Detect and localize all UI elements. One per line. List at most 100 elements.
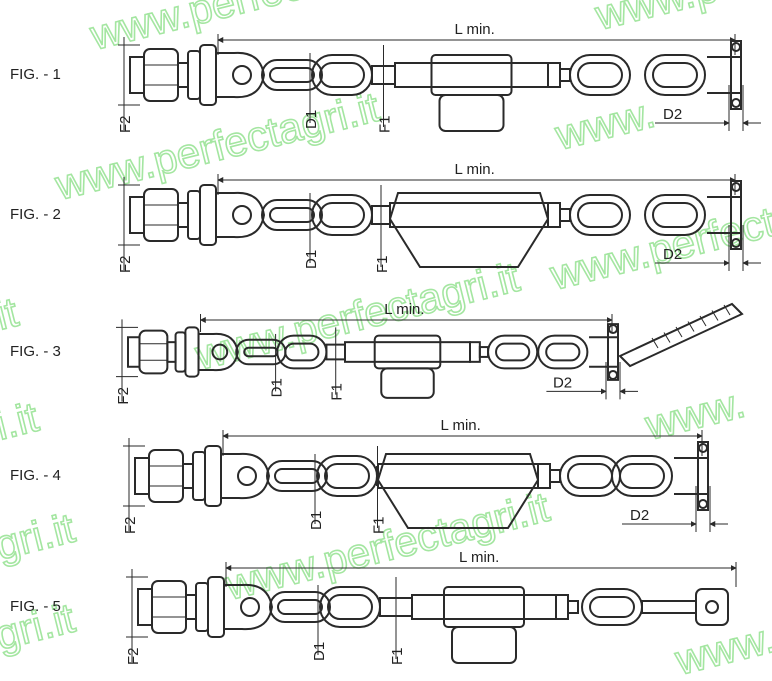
chain-link-inner: [284, 342, 320, 362]
watermark-text: it: [0, 288, 23, 339]
flange: [199, 184, 217, 246]
turnbuckle-handle: [438, 94, 505, 132]
d1-label: D1: [303, 110, 320, 129]
chain-link-inner: [277, 599, 323, 615]
threaded-rod: [559, 68, 571, 82]
chain-link-inner: [577, 62, 623, 88]
flange: [207, 576, 225, 638]
clevis-pin-head: [698, 443, 708, 453]
turnbuckle-handle: [380, 367, 435, 399]
turnbuckle-body: [394, 62, 549, 88]
spacer: [166, 341, 177, 363]
chain-link-inner: [652, 62, 698, 88]
watermark-text: www.perfectagri.it: [220, 483, 554, 609]
l-min-label: L min.: [455, 21, 495, 38]
turnbuckle-handle: [451, 626, 517, 664]
turnbuckle-block: [430, 54, 513, 96]
chain-link: [266, 460, 328, 492]
eye-bolt-hole: [240, 597, 260, 617]
watermark-text: gri.it: [0, 504, 79, 569]
chain-link-inner: [319, 202, 365, 228]
chain-link: [261, 199, 323, 231]
f2-label: F2: [117, 255, 134, 273]
handle-grip-line: [711, 310, 719, 321]
f2-label: F2: [117, 115, 134, 133]
handle-grip-line: [687, 321, 695, 332]
d1-label: D1: [311, 642, 328, 661]
hex-nut: [151, 580, 187, 634]
figure-label: FIG. - 3: [10, 343, 61, 360]
lock-nut: [469, 341, 481, 363]
turnbuckle-block: [373, 334, 442, 370]
end-cap: [129, 196, 145, 234]
flange: [204, 445, 222, 507]
clevis-pin: [730, 40, 742, 110]
figure-label: FIG. - 5: [10, 598, 61, 615]
chain-link-inner: [274, 468, 320, 484]
chain-link: [644, 194, 706, 236]
chain-link: [569, 54, 631, 96]
d2-label: D2: [663, 246, 682, 263]
handle-grip-line: [699, 315, 707, 327]
lock-nut: [547, 202, 561, 228]
ball-end: [695, 588, 729, 626]
f1-label: F1: [329, 383, 346, 401]
turnbuckle-body: [377, 463, 539, 489]
eye-bolt: [220, 452, 271, 500]
spacer: [177, 202, 189, 228]
threaded-rod: [478, 346, 490, 358]
l-min-label: L min.: [384, 301, 424, 318]
eye-bolt: [215, 191, 266, 239]
watermark-text: www.: [640, 379, 750, 449]
end-cap: [129, 56, 145, 94]
eye-bolt: [197, 332, 239, 372]
chain-link-inner: [269, 67, 315, 83]
l-min-label: L min.: [441, 417, 481, 434]
handle-grip-line: [675, 326, 683, 338]
clevis-pin-head: [731, 238, 741, 248]
lock-nut: [547, 62, 561, 88]
chain-link: [644, 54, 706, 96]
clevis: [707, 56, 742, 94]
spacer: [177, 62, 189, 88]
chain-link: [261, 59, 323, 91]
watermark-text: www.: [670, 614, 772, 681]
spacer: [182, 463, 194, 489]
eye-bolt: [223, 583, 274, 631]
d2-label: D2: [663, 106, 682, 123]
f2-label: F2: [125, 647, 142, 665]
d2-label: D2: [630, 507, 649, 524]
turnbuckle-body: [389, 202, 549, 228]
lever-handle: [618, 302, 744, 368]
handle-grip-line: [651, 337, 659, 349]
rod: [641, 600, 697, 614]
hex-nut: [148, 449, 184, 503]
washer: [187, 50, 201, 100]
threaded-rod: [559, 208, 571, 222]
handle-grip-line: [663, 332, 671, 343]
chain-link-inner: [269, 207, 315, 223]
f1-label: F1: [377, 115, 394, 133]
clevis-pin-head: [731, 98, 741, 108]
turnbuckle-body: [344, 341, 471, 363]
eye-bolt-hole: [237, 466, 257, 486]
handle-grip-line: [723, 304, 731, 316]
washer: [187, 190, 201, 240]
chain-link-inner: [324, 463, 370, 489]
lock-nut: [555, 594, 569, 620]
chain-link-inner: [589, 596, 635, 618]
watermark-text: i.it: [0, 393, 43, 449]
d1-label: D1: [308, 511, 325, 530]
watermark-text: www.perfectagri.it: [85, 0, 419, 59]
chain-link-inner: [567, 463, 613, 489]
eye-bolt-hole: [211, 343, 229, 361]
clevis: [589, 336, 619, 368]
f2-label: F2: [122, 516, 139, 534]
watermark-text: www.: [550, 89, 660, 159]
